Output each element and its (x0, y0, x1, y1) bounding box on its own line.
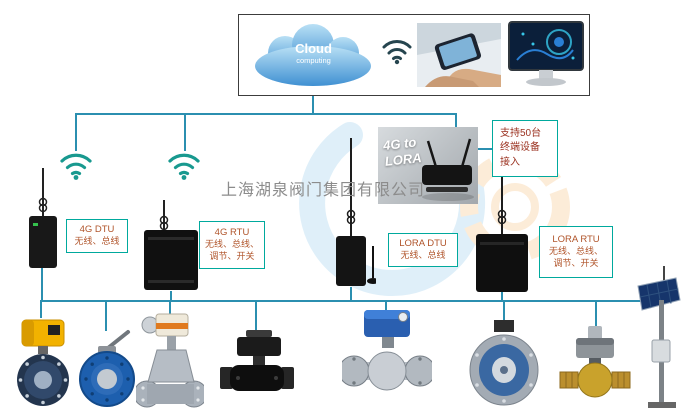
label-lora-rtu: LORA RTU 无线、总线、 调节、开关 (539, 226, 613, 278)
lora-dtu-device (336, 138, 376, 286)
product-brass-ball-valve-actuator (559, 326, 631, 398)
device-bus-line (40, 300, 661, 302)
support-link-line (477, 148, 493, 150)
wifi-icon (382, 40, 412, 65)
product-down-stub (595, 302, 597, 326)
support-line2: 终端设备 (500, 142, 540, 154)
branch-drop-line (184, 113, 186, 151)
label-4g-rtu-title: 4G RTU (214, 226, 250, 238)
label-4g-rtu-desc2: 调节、开关 (209, 251, 255, 262)
label-lora-dtu-title: LORA DTU (399, 237, 447, 249)
solar-power-pole-station (637, 266, 681, 408)
cloud-computing-graphic: Cloud computing (251, 21, 376, 89)
device-up-stub (41, 268, 43, 300)
device-up-stub (350, 287, 352, 300)
product-manual-butterfly-valve-blue (79, 330, 135, 407)
wifi-icon (60, 153, 92, 180)
product-down-stub (169, 302, 171, 315)
product-flanged-ball-valve-blue-actuator (342, 310, 432, 391)
label-lora-rtu-title: LORA RTU (552, 233, 600, 245)
trunk-vertical-line (312, 96, 314, 114)
product-down-stub (40, 302, 42, 318)
label-lora-dtu-desc: 无线、总线 (400, 250, 446, 261)
branch-drop-line (455, 113, 457, 129)
product-down-stub (105, 302, 107, 331)
watermark-company-text: 上海湖泉阀门集团有限公司 (221, 182, 426, 199)
product-down-stub (255, 302, 257, 331)
branch-drop-line (75, 113, 77, 151)
label-4g-rtu-desc1: 无线、总线、 (204, 239, 259, 250)
mobile-phone-image (417, 23, 501, 87)
4g-rtu-device (144, 200, 198, 290)
product-electric-butterfly-valve-yellow (17, 319, 69, 406)
cloud-text: Cloud computing (251, 41, 376, 65)
lora-rtu-device (476, 152, 528, 292)
label-4g-rtu: 4G RTU 无线、总线、 调节、开关 (199, 221, 265, 269)
support-capacity-box: 支持50台 终端设备 接入 (492, 120, 558, 177)
4g-dtu-device (29, 168, 57, 268)
label-lora-dtu: LORA DTU 无线、总线 (388, 233, 458, 267)
cloud-subtitle: computing (296, 56, 331, 65)
computer-monitor-image (508, 21, 584, 86)
cloud-title: Cloud (295, 41, 332, 56)
label-lora-rtu-desc1: 无线、总线、 (548, 246, 603, 257)
product-down-stub (385, 302, 387, 312)
product-electric-actuator-round-valve (469, 320, 539, 406)
label-4g-dtu-title: 4G DTU (79, 223, 115, 235)
router-icon (422, 138, 474, 201)
support-line1: 支持50台 (500, 127, 542, 139)
wifi-icon (168, 153, 200, 180)
label-4g-dtu: 4G DTU 无线、总线 (66, 219, 128, 253)
cloud-icon (255, 24, 371, 86)
trunk-horizontal-line (75, 113, 457, 115)
support-line3: 接入 (500, 156, 520, 168)
product-electric-gate-valve (136, 313, 204, 408)
device-up-stub (501, 291, 503, 300)
product-down-stub (503, 302, 505, 321)
product-black-ball-valve (220, 330, 294, 391)
4g-lora-gateway-image: 4G to LORA (378, 127, 478, 204)
label-lora-rtu-desc2: 调节、开关 (553, 258, 599, 269)
label-4g-dtu-desc: 无线、总线 (74, 236, 120, 247)
gateway-label: 4G to LORA (382, 134, 422, 170)
device-up-stub (170, 291, 172, 300)
cloud-platform-box: Cloud computing (238, 14, 590, 96)
